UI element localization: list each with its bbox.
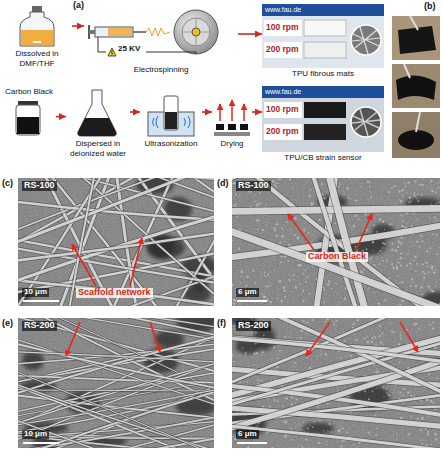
icon-area	[84, 4, 238, 64]
callout-label: Scaffold network	[76, 288, 153, 298]
ultrasonic-bath	[148, 96, 194, 136]
photo-area: www.fau.de 100 rpm 200 rpm	[262, 4, 384, 68]
reagent-bottle	[20, 6, 54, 46]
icon-area	[66, 86, 130, 138]
step-caption: Dissolved in DMF/THF	[2, 48, 72, 68]
photo-text: www.fau.de	[265, 6, 301, 13]
process-arrow	[72, 25, 84, 27]
callout-label: Carbon Black	[306, 252, 368, 262]
dispersion-flask	[78, 90, 116, 136]
photo-text: 100 rpm	[266, 105, 299, 114]
sample-name: RS-200	[22, 321, 57, 331]
panel-letter: (c)	[2, 179, 13, 189]
scale-label: 6 μm	[236, 288, 259, 297]
photo-text: www.fau.de	[265, 88, 301, 95]
panel-letter: (a)	[73, 1, 84, 11]
icon-area	[2, 97, 56, 137]
process-step: Ultrasonization	[140, 86, 202, 149]
panel-letter: (f)	[217, 319, 226, 329]
process-step: Electrospinning	[84, 4, 238, 75]
process-arrow	[56, 116, 66, 118]
sem-panel: RS-200 10 μm	[18, 318, 214, 448]
sem-micrograph	[232, 178, 440, 306]
photo-panel: www.fau.de 100 rpm 200 rpmTPU/CB strain se…	[262, 86, 384, 163]
sem-panel: RS-100 10 μm	[18, 178, 214, 306]
sample-name: RS-100	[236, 181, 271, 191]
process-arrow	[202, 111, 212, 113]
mat-photo	[262, 4, 384, 68]
panel-letter: (d)	[217, 179, 229, 189]
sample-name: RS-200	[236, 321, 271, 331]
voltage-label: 25 KV	[118, 45, 140, 54]
panel-letter: (e)	[2, 319, 13, 329]
electrospinning-setup	[89, 10, 218, 56]
carbon-black-jar	[16, 101, 40, 135]
photo-panel: www.fau.de 100 rpm 200 rpmTPU fibrous mats	[262, 4, 384, 79]
sem-micrograph	[18, 318, 214, 448]
photo-text: 100 rpm	[266, 23, 299, 32]
process-step: Dissolved in DMF/THF	[2, 4, 72, 68]
sample-name: RS-100	[22, 181, 57, 191]
sem-panel: RS-100 6 μm	[232, 178, 440, 306]
process-step: Dispersed in deionized water	[66, 86, 130, 158]
sem-micrograph	[18, 178, 214, 306]
step-caption: Dispersed in deionized water	[66, 138, 130, 158]
icon-area	[212, 86, 252, 138]
photo-area: www.fau.de 100 rpm 200 rpm	[262, 86, 384, 152]
process-arrow	[130, 111, 140, 113]
process-step: Carbon Black	[2, 86, 56, 137]
scale-label: 10 μm	[22, 430, 49, 439]
process-arrow	[252, 111, 262, 113]
callout-arrows	[66, 214, 418, 356]
drying-plate	[214, 100, 250, 136]
icon-area	[2, 4, 72, 48]
photo-text: 200 rpm	[266, 127, 299, 136]
icon-area	[140, 86, 202, 138]
photo-caption: TPU fibrous mats	[291, 68, 355, 79]
sem-panel: RS-200 6 μm	[232, 318, 440, 448]
step-caption: Electrospinning	[133, 64, 190, 75]
step-caption: Drying	[219, 138, 244, 149]
process-step: Drying	[212, 86, 252, 149]
sem-micrograph	[232, 318, 440, 448]
step-caption: Carbon Black	[4, 86, 54, 97]
process-arrow	[238, 33, 262, 35]
photo-text: 200 rpm	[266, 45, 299, 54]
scale-label: 6 μm	[236, 430, 259, 439]
photo-caption: TPU/CB strain sensor	[283, 152, 362, 163]
panel-letter: (b)	[424, 2, 436, 12]
sensor-photo	[262, 86, 384, 152]
scale-label: 10 μm	[22, 288, 49, 297]
step-caption: Ultrasonization	[144, 138, 199, 149]
sample-photos	[392, 16, 440, 158]
